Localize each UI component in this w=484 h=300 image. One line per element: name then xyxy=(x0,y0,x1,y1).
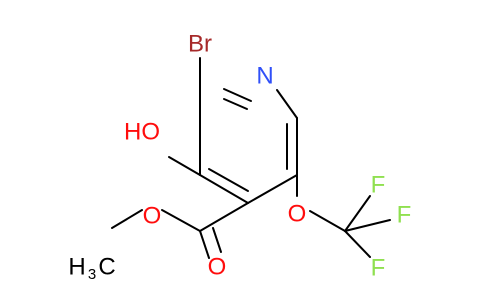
bond-c2-n1 xyxy=(223,88,252,102)
atom-fluorine-2: F xyxy=(397,201,412,228)
bond-carbonyl xyxy=(199,230,210,259)
atom-fluorine-1: F xyxy=(371,171,386,198)
atom-labels: Br N HO O O O F F F H 3 C xyxy=(68,30,411,283)
atom-hydroxyl: HO xyxy=(124,118,160,145)
bond-cf3-f2 xyxy=(344,219,391,232)
bond-c4-carbonyl-c xyxy=(199,202,249,232)
bonds xyxy=(111,57,391,259)
atom-oxygen-carbonyl: O xyxy=(208,253,227,280)
bond-c4-c3-double xyxy=(208,168,249,192)
bond-c4-c3 xyxy=(199,174,249,204)
bond-cf3-f1 xyxy=(344,195,371,232)
bond-c2-n1-double xyxy=(223,98,248,110)
atom-bromine: Br xyxy=(188,30,212,57)
bond-cf3-f3 xyxy=(344,230,371,258)
methyl-group: H 3 C xyxy=(68,253,115,283)
bond-c5-c4 xyxy=(247,174,298,204)
bond-o-cf3 xyxy=(309,210,346,232)
bond-c3-oh xyxy=(168,156,201,176)
atom-oxygen-ether: O xyxy=(288,200,307,227)
methyl-carbon: C xyxy=(98,253,115,280)
bond-carbonyl-c-o-ester xyxy=(161,209,201,232)
bond-n1-c6 xyxy=(276,89,298,119)
methyl-hydrogen: H xyxy=(68,253,85,280)
bond-o-methyl xyxy=(111,209,143,229)
bond-carbonyl-double xyxy=(212,227,222,253)
atom-oxygen-ester: O xyxy=(143,202,162,229)
methyl-subscript: 3 xyxy=(88,266,96,283)
atom-nitrogen: N xyxy=(256,62,273,89)
atom-fluorine-3: F xyxy=(371,254,386,281)
